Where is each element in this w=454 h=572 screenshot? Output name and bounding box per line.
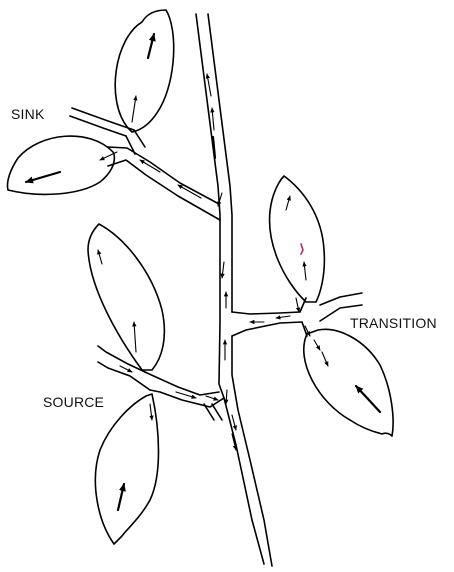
transition-upper-leaf: [270, 176, 325, 302]
transition-petiole: [232, 293, 362, 336]
transition-label: TRANSITION: [350, 315, 437, 331]
sink-label: SINK: [11, 106, 44, 122]
sink-petiole: [70, 108, 220, 220]
accent-mark: [301, 244, 303, 254]
source-petiole: [98, 346, 224, 420]
main-stem: [196, 14, 272, 566]
source-upper-leaf: [88, 224, 164, 370]
source-label: SOURCE: [43, 394, 104, 410]
sink-upper-leaf: [115, 10, 174, 132]
sink-lower-leaf: [7, 136, 114, 194]
source-lower-leaf: [95, 394, 158, 544]
flow-arrows: [26, 34, 380, 510]
